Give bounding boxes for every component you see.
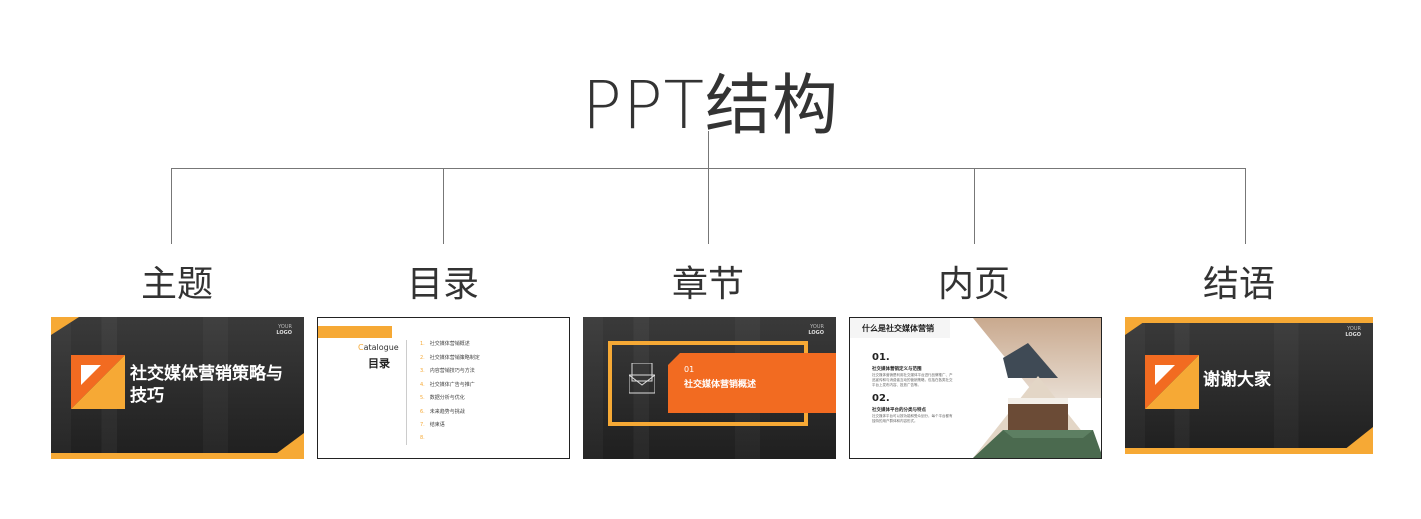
- diagram-title: PPT结构: [582, 67, 839, 144]
- point-1-body: 社交媒体营销是利用社交媒体平台进行品牌推广、产品宣传和与消费者互动的营销策略，包…: [872, 373, 953, 387]
- ending-logo-mark: [1145, 355, 1199, 409]
- toc-item: 6.未来趋势与挑战: [420, 408, 465, 415]
- connector-branch-3: [708, 168, 709, 244]
- toc-item: 4.社交媒体广告与推广: [420, 381, 475, 388]
- connector-trunk: [708, 131, 709, 169]
- point-2-heading: 社交媒体平台的分类与特点: [872, 408, 926, 413]
- toc-item: 8.: [420, 434, 425, 441]
- slide-thumbnail-toc[interactable]: Catalogue 目录 1.社交媒体营销概述 2.社交媒体营销策略制定 3.内容营…: [317, 317, 570, 459]
- cover-frame-graphic: [51, 317, 304, 459]
- section-label-toc: 目录: [406, 264, 479, 305]
- cover-title: 社交媒体营销策略与技巧: [130, 364, 283, 406]
- point-2-body: 社交媒体平台可以按功能和受众划分，每个平台都有独特的用户群体和内容形式。: [872, 414, 953, 423]
- toc-item: 3.内容营销技巧与方法: [420, 368, 475, 374]
- toc-heading: 目录: [368, 357, 390, 370]
- section-label-inner: 内页: [937, 264, 1010, 305]
- point-1-number: 01.: [872, 352, 890, 363]
- point-1-heading: 社交媒体营销定义与范围: [872, 367, 922, 372]
- envelope-icon: [629, 363, 655, 394]
- connector-branch-1: [171, 168, 172, 244]
- section-label-chapter: 章节: [671, 264, 744, 305]
- chapter-number: 01: [684, 365, 695, 374]
- inner-photo-collage: [973, 318, 1101, 458]
- toc-item: 5.数据分析与优化: [420, 395, 465, 401]
- inner-title-bar: [850, 318, 950, 338]
- chapter-orange-panel: [668, 353, 836, 413]
- connector-branch-5: [1245, 168, 1246, 244]
- inner-title: 什么是社交媒体营销: [862, 324, 934, 333]
- toc-item: 7.结束语: [420, 422, 445, 428]
- ending-title: 谢谢大家: [1203, 370, 1271, 390]
- connector-branch-2: [443, 168, 444, 244]
- point-2-number: 02.: [872, 393, 890, 404]
- section-label-theme: 主题: [140, 264, 213, 305]
- chapter-title: 社交媒体营销概述: [684, 380, 757, 390]
- section-label-ending: 结语: [1202, 264, 1275, 305]
- toc-catalogue: Catalogue: [358, 343, 399, 352]
- toc-item: 2.社交媒体营销策略制定: [420, 354, 480, 361]
- toc-accent-bar: [318, 326, 392, 338]
- ending-frame-graphic: [1125, 317, 1373, 454]
- connector-branch-4: [974, 168, 975, 244]
- slide-thumbnail-inner[interactable]: 什么是社交媒体营销 01. 社交媒体营销定义与范围 社交媒体营销是利用社交媒体平…: [849, 317, 1102, 459]
- toc-divider: [406, 340, 407, 445]
- cover-logo-mark: [71, 355, 125, 409]
- toc-item: 1.社交媒体营销概述: [420, 341, 470, 347]
